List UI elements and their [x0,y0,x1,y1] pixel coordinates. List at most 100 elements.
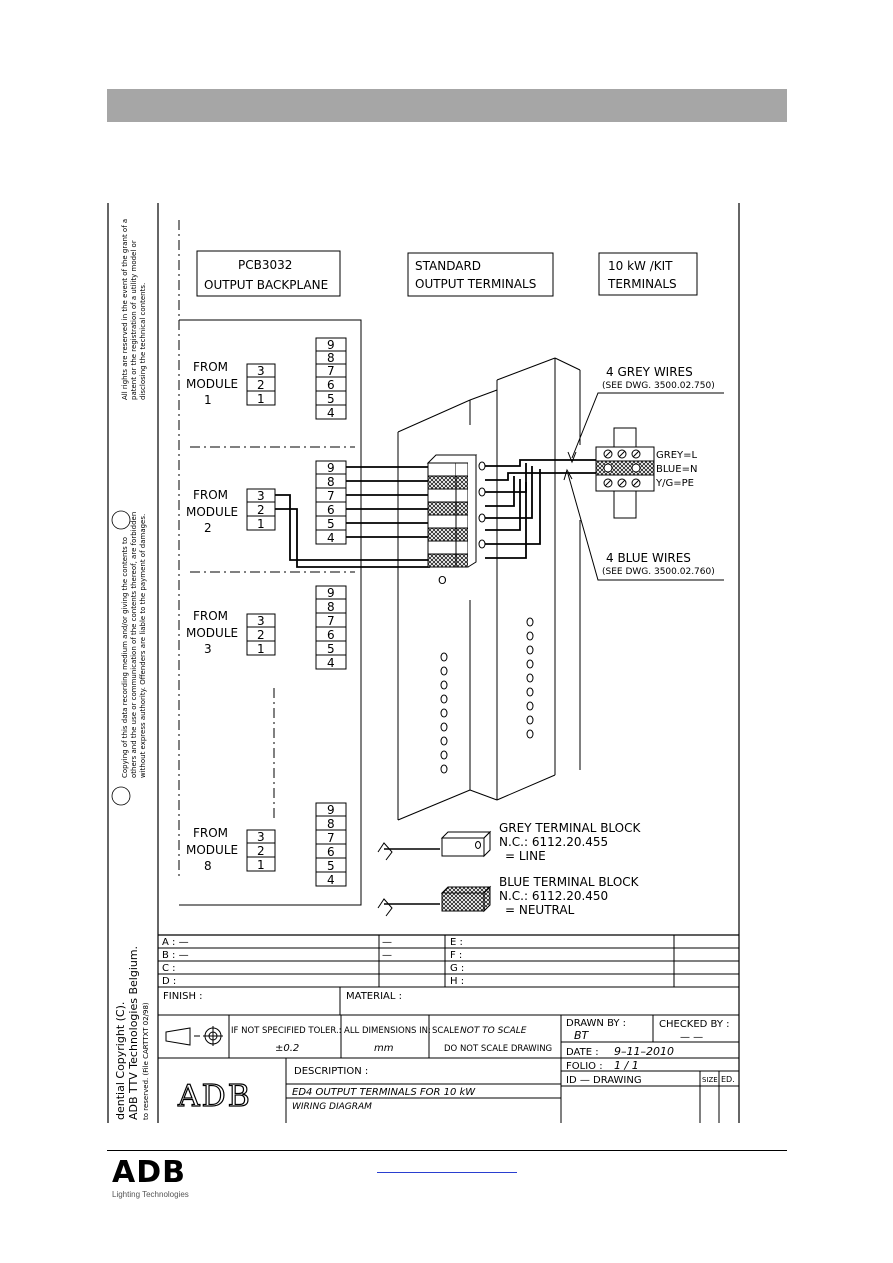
svg-text:without express authority. Off: without express authority. Offenders are… [139,514,147,778]
svg-text:3: 3 [257,489,265,503]
terminal-zero-label: O [438,574,447,587]
sheet-frame [107,203,740,1123]
dimensions-label: ALL DIMENSIONS IN: [344,1026,431,1036]
svg-text:Copying of this data recording: Copying of this data recording medium an… [121,537,129,778]
svg-text:9: 9 [327,803,335,817]
scale-label: SCALE [432,1026,459,1036]
svg-text:others and the use or communic: others and the use or communication of t… [130,512,138,778]
svg-text:1: 1 [257,392,265,406]
checked-by-label: CHECKED BY : [659,1019,730,1030]
kit-label-grey: GREY=L [656,450,698,461]
output-pins: 9 8 7 6 5 4 [315,337,347,420]
terminal-screws [478,461,486,549]
output-pins: 9 8 7 6 5 4 [315,802,347,887]
svg-text:9: 9 [327,461,335,475]
svg-text:8: 8 [327,817,335,831]
svg-text:5: 5 [327,859,335,873]
svg-text:1: 1 [257,517,265,531]
ed-label: ED. [721,1075,735,1084]
copyright-text: dential Copyright (C). ADB TTV Technolog… [114,946,150,1120]
svg-text:9: 9 [327,586,335,600]
output-pins: 9 8 7 6 5 4 [315,585,347,670]
svg-text:9: 9 [327,338,335,352]
svg-text:patent or the registration of: patent or the registration of a utility … [130,240,138,400]
svg-text:10 kW /KIT: 10 kW /KIT [608,259,673,273]
svg-text:= LINE: = LINE [505,849,546,863]
svg-text:to reserved. (File CARTTXT 02: to reserved. (File CARTTXT 02/98) [142,1002,150,1120]
kit-terminal-block [595,427,655,519]
svg-text:1: 1 [257,642,265,656]
svg-text:2: 2 [257,844,265,858]
output-wires [346,466,428,538]
scale-value: NOT TO SCALE [460,1026,527,1036]
svg-text:FROM: FROM [193,826,228,840]
svg-text:3: 3 [204,642,212,656]
revision-rows: A : — B : — C : D : — — E : F : G : H : [162,937,464,987]
svg-text:—: — [382,937,392,948]
svg-text:8: 8 [204,859,212,873]
date-label: DATE : [566,1047,599,1058]
svg-text:STANDARD: STANDARD [415,259,481,273]
footer-logo-subtitle: Lighting Technologies [112,1190,189,1199]
svg-text:GREY TERMINAL BLOCK: GREY TERMINAL BLOCK [499,821,642,835]
kit-wires [485,459,598,559]
size-label: SIZE [702,1076,718,1084]
tolerance-label: IF NOT SPECIFIED TOLER.: [231,1026,342,1036]
blue-block-legend: BLUE TERMINAL BLOCK N.C.: 6112.20.450 = … [377,875,640,917]
drawn-by-label: DRAWN BY : [566,1018,626,1029]
svg-text:A : —: A : — [162,937,189,948]
folio-label: FOLIO : [566,1061,603,1072]
input-pins: 3 2 1 [246,488,276,531]
svg-text:N.C.: 6112.20.450: N.C.: 6112.20.450 [499,889,608,903]
svg-text:FROM: FROM [193,360,228,374]
svg-text:5: 5 [327,642,335,656]
svg-text:6: 6 [327,628,335,642]
footer-logo-text: ADB [112,1155,186,1190]
svg-text:7: 7 [327,489,335,503]
material-label: MATERIAL : [346,991,402,1002]
svg-text:F :: F : [450,950,462,961]
svg-text:6: 6 [327,845,335,859]
svg-text:D :: D : [162,976,176,987]
svg-text:6: 6 [327,378,335,392]
tolerance-value: ±0.2 [275,1043,299,1054]
description-line-1: ED4 OUTPUT TERMINALS FOR 10 kW [292,1087,476,1098]
svg-text:4 BLUE WIRES: 4 BLUE WIRES [606,551,691,565]
legal-text-rights: All rights are reserved in the event of … [121,219,147,400]
module-3: FROM MODULE 3 3 2 1 9 8 7 6 5 4 [186,585,347,670]
svg-text:1: 1 [257,858,265,872]
svg-text:4 GREY WIRES: 4 GREY WIRES [606,365,693,379]
svg-text:H :: H : [450,976,464,987]
svg-text:B : —: B : — [162,950,189,961]
blue-wires-callout: 4 BLUE WIRES (SEE DWG. 3500.02.760) [563,468,724,581]
backplane-outline [179,319,362,906]
standard-box: STANDARD OUTPUT TERMINALS [407,252,554,297]
svg-text:4: 4 [327,531,335,545]
date-value: 9–11–2010 [614,1045,674,1058]
title-block [158,935,739,1123]
kit-box: 10 kW /KIT TERMINALS [598,252,698,296]
input-jumper-wires [275,494,430,568]
svg-text:3: 3 [257,364,265,378]
svg-text:C :: C : [162,963,176,974]
svg-text:(SEE DWG. 3500.02.750): (SEE DWG. 3500.02.750) [602,381,715,391]
svg-text:BLUE TERMINAL BLOCK: BLUE TERMINAL BLOCK [499,875,640,889]
folio-value: 1 / 1 [614,1059,639,1072]
id-drawing-label: ID — DRAWING [566,1075,642,1086]
svg-text:FROM: FROM [193,609,228,623]
module-8: FROM MODULE 8 3 2 1 9 8 7 6 5 4 [186,802,347,887]
footer-link[interactable] [377,1158,517,1173]
legal-text-copying: Copying of this data recording medium an… [121,512,147,778]
description-line-2: WIRING DIAGRAM [292,1102,372,1112]
svg-text:—: — [382,950,392,961]
svg-text:OUTPUT TERMINALS: OUTPUT TERMINALS [415,277,536,291]
footer-logo: ADB Lighting Technologies [112,1155,202,1200]
svg-text:5: 5 [327,517,335,531]
svg-text:MODULE: MODULE [186,843,238,857]
svg-text:disclosing the technical conte: disclosing the technical contents. [139,283,147,400]
grey-block-legend: GREY TERMINAL BLOCK N.C.: 6112.20.455 = … [377,821,642,863]
svg-text:All rights are reserved in the: All rights are reserved in the event of … [121,219,129,400]
svg-text:MODULE: MODULE [186,377,238,391]
svg-text:3: 3 [257,614,265,628]
